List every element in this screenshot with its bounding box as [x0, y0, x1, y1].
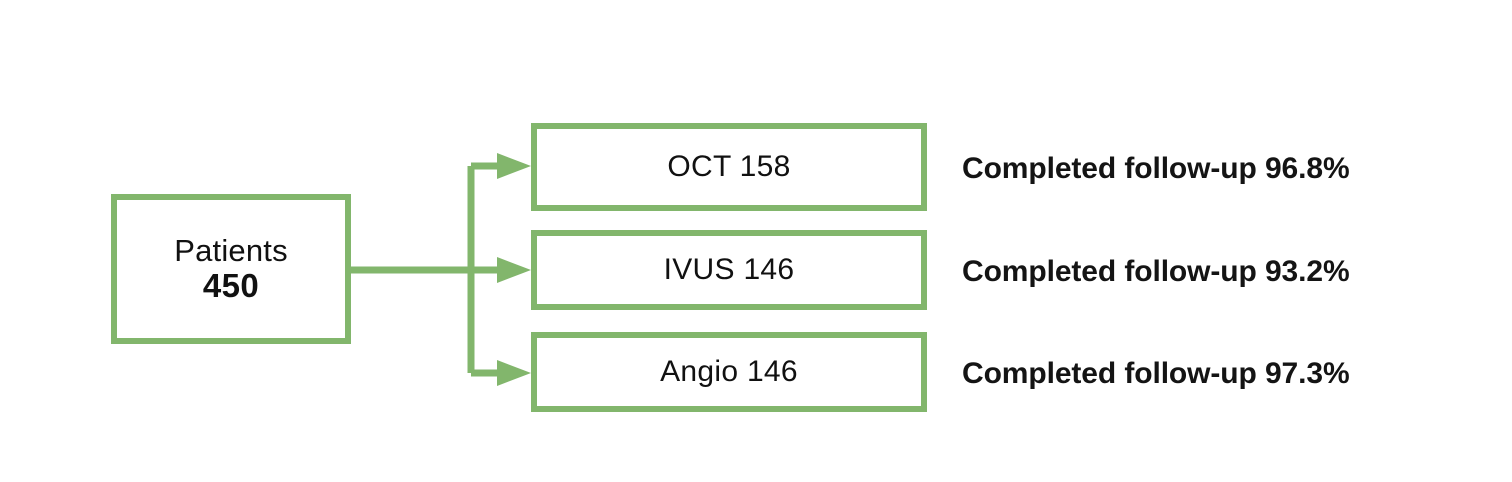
arrow-right-icon	[497, 153, 531, 179]
arm-node-angio: Angio 146	[531, 332, 927, 412]
patients-node: Patients 450	[111, 194, 351, 344]
patients-count: 450	[202, 267, 260, 305]
arrow-right-icon	[497, 257, 531, 283]
arm-label: OCT 158	[667, 150, 791, 183]
patients-label: Patients	[174, 232, 288, 268]
arm-label: IVUS 146	[663, 253, 795, 286]
arm-node-oct: OCT 158	[531, 123, 927, 211]
arrow-right-icon	[497, 360, 531, 386]
followup-note-angio: Completed follow-up 97.3%	[962, 357, 1350, 390]
followup-note-ivus: Completed follow-up 93.2%	[962, 255, 1350, 288]
followup-note-oct: Completed follow-up 96.8%	[962, 152, 1350, 185]
arm-label: Angio 146	[660, 355, 798, 388]
arm-node-ivus: IVUS 146	[531, 230, 927, 310]
